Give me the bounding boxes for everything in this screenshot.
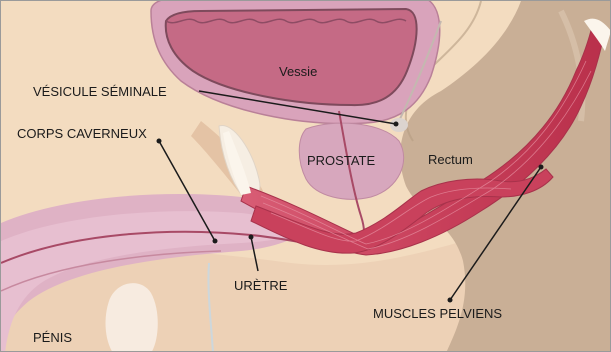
label-vesicule-seminale: VÉSICULE SÉMINALE (33, 85, 167, 98)
seminal-vesicle (390, 118, 408, 132)
label-vessie: Vessie (279, 65, 317, 78)
scrotum-shape (106, 283, 158, 352)
label-penis: PÉNIS (33, 331, 72, 344)
label-prostate: PROSTATE (307, 154, 375, 167)
label-uretre: URÈTRE (234, 279, 287, 292)
label-muscles-pelviens: MUSCLES PELVIENS (373, 307, 502, 320)
label-rectum: Rectum (428, 153, 473, 166)
label-corps-caverneux: CORPS CAVERNEUX (17, 127, 147, 140)
